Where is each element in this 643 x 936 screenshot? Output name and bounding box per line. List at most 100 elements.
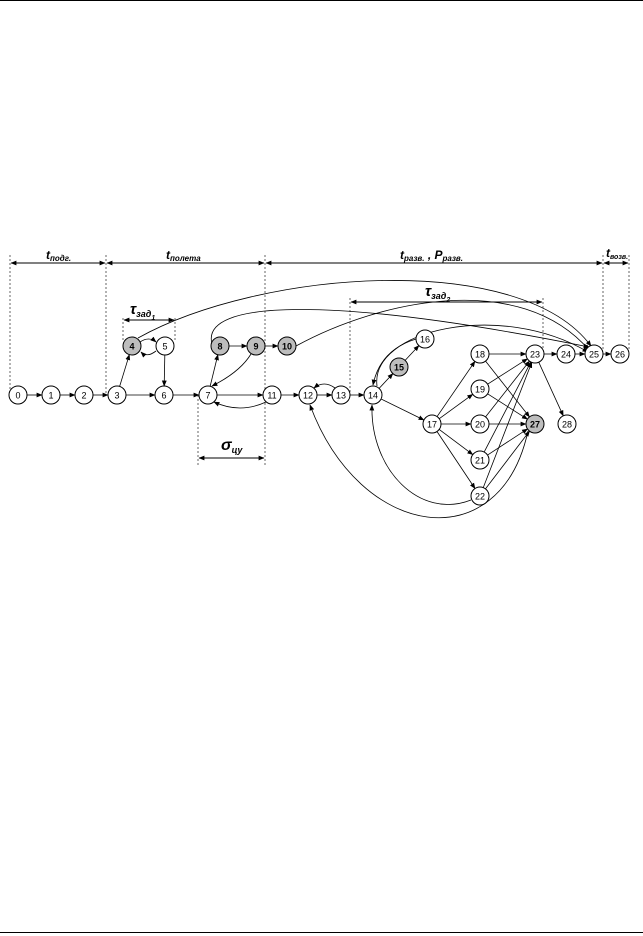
node-circle <box>154 385 174 405</box>
node-circle <box>198 385 218 405</box>
node-10: 10 <box>277 336 297 356</box>
node-label: 2 <box>81 391 86 401</box>
node-circle <box>155 336 175 356</box>
edge-5-6 <box>161 354 167 387</box>
node-11: 11 <box>262 385 282 405</box>
node-circle <box>298 385 318 405</box>
node-circle <box>470 344 490 364</box>
label-main: t <box>606 246 611 260</box>
node-13: 13 <box>331 385 351 405</box>
node-circle <box>74 385 94 405</box>
label-main: τ <box>425 283 432 300</box>
edge-22-23 <box>482 361 533 488</box>
edge-14-15 <box>378 373 394 389</box>
label-main: P <box>435 248 444 262</box>
edges <box>27 280 612 518</box>
node-label: 9 <box>253 342 258 352</box>
node-24: 24 <box>556 344 576 364</box>
label-sub: цу <box>232 445 244 455</box>
node-26: 26 <box>610 344 630 364</box>
node-22: 22 <box>470 486 490 506</box>
node-9: 9 <box>246 336 266 356</box>
label-sep: , <box>424 248 434 262</box>
node-circle <box>470 450 490 470</box>
edge-5-4 <box>140 350 157 358</box>
node-circle <box>525 344 545 364</box>
edge-9-7 <box>211 353 252 387</box>
node-circle <box>470 486 490 506</box>
label-t-vozv: tвозв. <box>606 246 628 261</box>
node-12: 12 <box>298 385 318 405</box>
edge-4-5 <box>139 336 157 343</box>
node-circle <box>210 336 230 356</box>
guide-lines <box>9 255 630 465</box>
edge-17-19 <box>439 393 474 420</box>
edge-3-4 <box>119 354 131 387</box>
edge-11-7 <box>213 401 267 409</box>
node-label: 7 <box>205 391 210 401</box>
node-0: 0 <box>8 385 28 405</box>
edge-4-25 <box>137 280 592 347</box>
node-label: 18 <box>475 350 485 360</box>
node-label: 19 <box>475 385 485 395</box>
node-label: 1 <box>48 391 53 401</box>
node-3: 3 <box>107 385 127 405</box>
node-27: 27 <box>525 414 545 434</box>
node-label: 20 <box>475 420 485 430</box>
node-label: 26 <box>615 350 625 360</box>
edge-15-16 <box>404 345 420 361</box>
node-circle <box>470 414 490 434</box>
node-label: 27 <box>530 420 540 430</box>
node-circle <box>8 385 28 405</box>
node-19: 19 <box>470 379 490 399</box>
node-28: 28 <box>557 414 577 434</box>
dimension-arrows <box>10 260 629 461</box>
node-6: 6 <box>154 385 174 405</box>
edge-17-18 <box>436 360 476 417</box>
node-circle <box>470 379 490 399</box>
label-main: t <box>166 248 171 262</box>
label-sub: разв. <box>442 254 463 263</box>
node-label: 13 <box>336 391 346 401</box>
node-20: 20 <box>470 414 490 434</box>
node-circle <box>363 385 383 405</box>
node-circle <box>422 414 442 434</box>
node-label: 14 <box>368 391 378 401</box>
node-15: 15 <box>389 357 409 377</box>
node-circle <box>246 336 266 356</box>
label-main: t <box>46 248 51 262</box>
node-18: 18 <box>470 344 490 364</box>
node-label: 8 <box>217 342 222 352</box>
node-circle <box>525 414 545 434</box>
node-14: 14 <box>363 385 383 405</box>
node-16: 16 <box>415 329 435 349</box>
edge-8-25 <box>210 309 590 349</box>
node-circle <box>415 329 435 349</box>
node-label: 17 <box>427 420 437 430</box>
label-sub: зад <box>431 291 447 301</box>
edge-21-27 <box>487 428 528 456</box>
label-main: τ <box>130 301 137 318</box>
edge-14-17 <box>380 398 425 421</box>
node-label: 5 <box>162 342 167 352</box>
node-23: 23 <box>525 344 545 364</box>
node-circle <box>389 357 409 377</box>
node-1: 1 <box>41 385 61 405</box>
top-rule <box>0 0 643 1</box>
edge-22-27 <box>485 430 530 490</box>
edge-7-8 <box>209 354 219 387</box>
node-2: 2 <box>74 385 94 405</box>
bottom-rule <box>0 932 643 933</box>
node-label: 24 <box>561 350 571 360</box>
node-label: 11 <box>267 391 276 401</box>
node-circle <box>122 336 142 356</box>
label-t-poleta: tполета <box>166 248 201 263</box>
label-sub: подг. <box>50 254 71 263</box>
label-main: t <box>400 248 405 262</box>
node-21: 21 <box>470 450 490 470</box>
node-label: 12 <box>303 391 313 401</box>
node-label: 23 <box>530 350 540 360</box>
edge-17-21 <box>438 429 474 455</box>
